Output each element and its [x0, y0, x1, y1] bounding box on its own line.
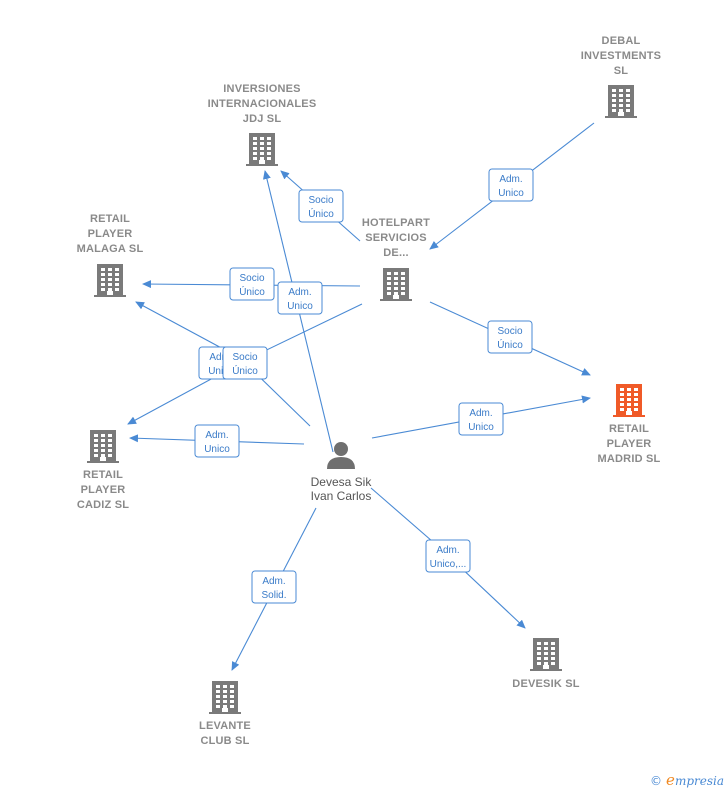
- node-label-person: Ivan Carlos: [311, 489, 372, 503]
- edge-label-text: Único: [497, 338, 523, 351]
- edge-label-text: Adm.: [209, 352, 232, 363]
- building-icon: [380, 268, 412, 301]
- edge-label-box: [222, 346, 268, 380]
- edge-label-text: Unico: [468, 422, 494, 433]
- building-icon: [87, 430, 119, 463]
- node-label-person: Devesa Sik: [311, 475, 373, 489]
- node-label-madrid: PLAYER: [607, 438, 652, 450]
- edge-label-text: Único: [239, 285, 265, 298]
- edge-label-box: [194, 424, 240, 458]
- edge-label-person-devesik[interactable]: Adm. Unico,...: [425, 539, 471, 573]
- building-icon: [613, 384, 645, 417]
- brand-name: mpresia: [674, 774, 724, 788]
- edge-label-box: [425, 539, 471, 573]
- edge-label-text: Único: [232, 364, 258, 377]
- edge-label-text: Adm.: [499, 174, 522, 185]
- edge-label-text: Unico: [204, 444, 230, 455]
- edge-label-text: Adm.: [205, 430, 228, 441]
- edge-label-box: [487, 320, 533, 354]
- edge-label-text: Unico,...: [430, 559, 467, 570]
- node-label-hotelpart: DE...: [383, 247, 408, 259]
- edge-label-person-levante[interactable]: Adm. Solid.: [251, 570, 297, 604]
- edge-label-text: Adm.: [469, 408, 492, 419]
- node-label-debal: INVESTMENTS: [581, 50, 661, 62]
- node-label-levante: LEVANTE: [199, 720, 251, 732]
- edge-label-box: [488, 168, 534, 202]
- node-hotelpart[interactable]: HOTELPART SERVICIOS DE...: [362, 217, 430, 301]
- edge-label-person-inversiones[interactable]: Adm. Unico: [277, 281, 323, 315]
- node-label-hotelpart: HOTELPART: [362, 217, 430, 229]
- edge-label-text: Adm.: [436, 545, 459, 556]
- node-label-madrid: RETAIL: [609, 423, 649, 435]
- copyright-symbol: ©: [650, 774, 663, 788]
- edge-label-debal-hotelpart[interactable]: Adm. Unico: [488, 168, 534, 202]
- edge-label-box: [277, 281, 323, 315]
- brand-initial: e: [666, 771, 675, 789]
- node-levante[interactable]: LEVANTE CLUB SL: [199, 681, 251, 747]
- node-cadiz[interactable]: RETAIL PLAYER CADIZ SL: [77, 430, 129, 511]
- node-label-debal: SL: [614, 65, 629, 77]
- edge-label-text: Socio: [239, 273, 264, 284]
- node-debal[interactable]: DEBAL INVESTMENTS SL: [581, 35, 661, 118]
- building-icon: [605, 85, 637, 118]
- building-icon: [246, 133, 278, 166]
- node-label-malaga: RETAIL: [90, 213, 130, 225]
- node-label-cadiz: PLAYER: [81, 484, 126, 496]
- node-devesik[interactable]: DEVESIK SL: [512, 638, 580, 690]
- node-label-malaga: PLAYER: [88, 228, 133, 240]
- edge-label-text: Único: [308, 207, 334, 220]
- edge-label-text: Unico: [287, 301, 313, 312]
- edge-label-box: [298, 189, 344, 223]
- building-icon: [94, 264, 126, 297]
- node-label-inversiones: JDJ SL: [243, 113, 282, 125]
- edge-label-person-cadiz[interactable]: Adm. Unico: [194, 424, 240, 458]
- node-label-hotelpart: SERVICIOS: [365, 232, 427, 244]
- node-malaga[interactable]: RETAIL PLAYER MALAGA SL: [77, 213, 144, 297]
- edge-label-person-madrid[interactable]: Adm. Unico: [458, 402, 504, 436]
- edge-label-text: Adm.: [262, 576, 285, 587]
- node-label-cadiz: CADIZ SL: [77, 499, 129, 511]
- node-label-inversiones: INVERSIONES: [223, 83, 300, 95]
- edge-label-text: Socio: [232, 352, 257, 363]
- edge-label-text: Unico: [208, 366, 234, 377]
- building-icon: [530, 638, 562, 671]
- node-label-malaga: MALAGA SL: [77, 243, 144, 255]
- node-label-cadiz: RETAIL: [83, 469, 123, 481]
- edge-label-text: Solid.: [261, 590, 286, 601]
- edge-label-text: Adm.: [288, 287, 311, 298]
- node-label-madrid: MADRID SL: [598, 453, 661, 465]
- edge-label-box: [251, 570, 297, 604]
- node-label-debal: DEBAL: [602, 35, 641, 47]
- person-icon: [327, 442, 355, 469]
- edge-label-text: Socio: [308, 195, 333, 206]
- node-madrid[interactable]: RETAIL PLAYER MADRID SL: [598, 384, 661, 465]
- edge-label-box: [458, 402, 504, 436]
- node-label-levante: CLUB SL: [200, 735, 249, 747]
- building-icon: [209, 681, 241, 714]
- edge-label-box: [229, 267, 275, 301]
- edge-label-text: Socio: [497, 326, 522, 337]
- empresia-watermark: ©empresia: [650, 771, 724, 789]
- node-label-inversiones: INTERNACIONALES: [208, 98, 317, 110]
- edge-label-text: Unico: [498, 188, 524, 199]
- node-inversiones[interactable]: INVERSIONES INTERNACIONALES JDJ SL: [208, 83, 317, 166]
- node-label-devesik: DEVESIK SL: [512, 678, 579, 690]
